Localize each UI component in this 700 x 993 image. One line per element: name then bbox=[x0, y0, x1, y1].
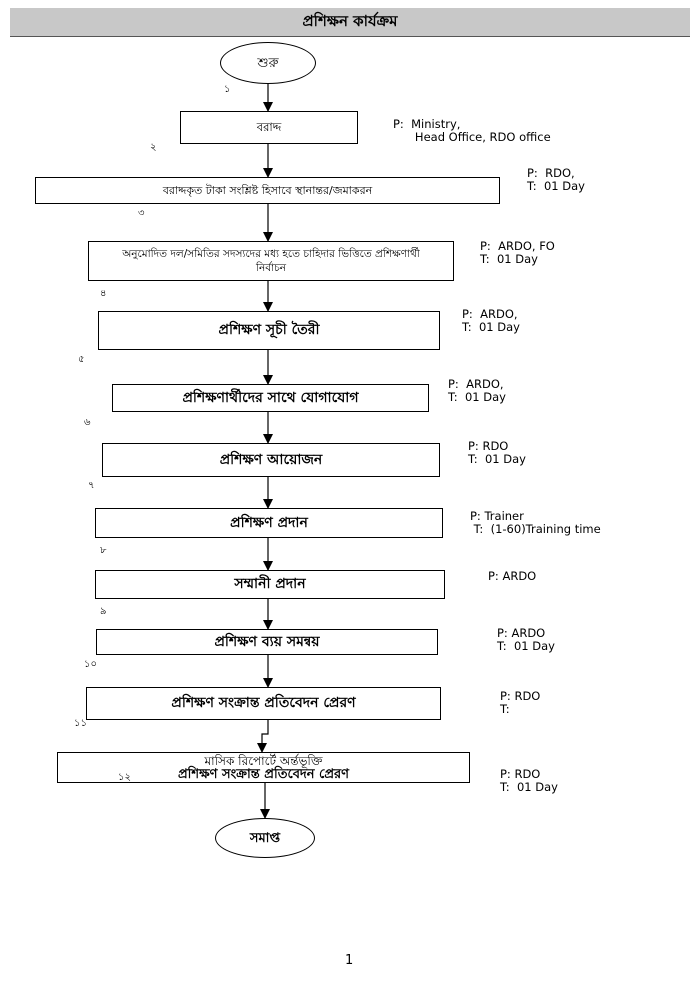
page-number: 1 bbox=[345, 953, 354, 968]
step-7-text: প্রশিক্ষণ প্রদান bbox=[230, 514, 308, 531]
note-step-10: P: RDO T: bbox=[500, 689, 541, 716]
step-2-box: বরাদ্দকৃত টাকা সংশ্লিষ্ট হিসাবে স্থানান্… bbox=[35, 177, 500, 204]
step-3-text: অনুমোদিত দল/সমিতির সদস্যদের মধ্য হতে চাহ… bbox=[122, 248, 420, 274]
note-step-2: P: RDO, T: 01 Day bbox=[527, 166, 585, 193]
step-2-text: বরাদ্দকৃত টাকা সংশ্লিষ্ট হিসাবে স্থানান্… bbox=[162, 184, 373, 197]
step-1-box: বরাদ্দ bbox=[180, 111, 358, 144]
note-step-4: P: ARDO, T: 01 Day bbox=[462, 307, 520, 334]
step-8-box: সম্মানী প্রদান bbox=[95, 570, 445, 599]
end-oval: সমাপ্ত bbox=[215, 818, 315, 858]
start-label: শুরু bbox=[257, 55, 279, 71]
page-title: প্রশিক্ষন কার্যক্রম bbox=[10, 8, 690, 37]
note-step-8: P: ARDO bbox=[488, 569, 537, 583]
step-number-9: ৯ bbox=[100, 606, 107, 617]
step-number-4: ৪ bbox=[100, 288, 107, 299]
step-3-box: অনুমোদিত দল/সমিতির সদস্যদের মধ্য হতে চাহ… bbox=[88, 241, 454, 281]
step-9-text: প্রশিক্ষণ ব্যয় সমন্বয় bbox=[214, 633, 320, 650]
step-5-text: প্রশিক্ষণার্থীদের সাথে যোগাযোগ bbox=[182, 389, 359, 406]
step-number-11: ১১ bbox=[74, 718, 87, 729]
note-step-7: P: Trainer T: (1-60)Training time bbox=[470, 509, 601, 536]
step-6-box: প্রশিক্ষণ আয়োজন bbox=[102, 443, 440, 477]
step-number-10: ১০ bbox=[84, 659, 97, 670]
note-step-11: P: RDO T: 01 Day bbox=[500, 767, 558, 794]
step-number-1: ১ bbox=[224, 84, 231, 95]
step-7-box: প্রশিক্ষণ প্রদান bbox=[95, 508, 443, 538]
step-10-text: প্রশিক্ষণ সংক্রান্ত প্রতিবেদন প্রেরণ bbox=[171, 695, 356, 711]
arrow-11 bbox=[257, 720, 269, 753]
step-4-text: প্রশিক্ষণ সূচী তৈরী bbox=[218, 322, 320, 338]
step-number-6: ৬ bbox=[84, 417, 91, 428]
end-label: সমাপ্ত bbox=[249, 830, 281, 846]
step-11-text: মাসিক রিপোর্টে অর্ন্তভূক্তি bbox=[204, 753, 323, 768]
note-step-5: P: ARDO, T: 01 Day bbox=[448, 377, 506, 404]
step-1-text: বরাদ্দ bbox=[256, 120, 282, 134]
step-number-8: ৮ bbox=[100, 545, 107, 556]
step-10-box: প্রশিক্ষণ সংক্রান্ত প্রতিবেদন প্রেরণ bbox=[86, 687, 441, 720]
step-4-box: প্রশিক্ষণ সূচী তৈরী bbox=[98, 311, 440, 350]
step-6-text: প্রশিক্ষণ আয়োজন bbox=[219, 451, 323, 468]
note-step-3: P: ARDO, FO T: 01 Day bbox=[480, 239, 555, 266]
step-8-text: সম্মানী প্রদান bbox=[234, 576, 306, 592]
step-11-box: মাসিক রিপোর্টে অর্ন্তভূক্তি প্রশিক্ষণ সং… bbox=[57, 752, 470, 783]
step-5-box: প্রশিক্ষণার্থীদের সাথে যোগাযোগ bbox=[112, 384, 429, 412]
start-oval: শুরু bbox=[220, 42, 316, 84]
step-11-subtext: প্রশিক্ষণ সংক্রান্ত প্রতিবেদন প্রেরণ bbox=[177, 766, 350, 782]
step-number-5: ৫ bbox=[78, 354, 85, 365]
note-step-9: P: ARDO T: 01 Day bbox=[497, 626, 555, 653]
step-number-7: ৭ bbox=[88, 480, 95, 491]
step-9-box: প্রশিক্ষণ ব্যয় সমন্বয় bbox=[96, 629, 438, 655]
step-number-12: ১২ bbox=[118, 772, 131, 783]
note-step-1: P: Ministry, Head Office, RDO office bbox=[393, 117, 551, 144]
step-number-2: ২ bbox=[150, 142, 157, 153]
note-step-6: P: RDO T: 01 Day bbox=[468, 439, 526, 466]
step-number-3: ৩ bbox=[138, 208, 145, 219]
